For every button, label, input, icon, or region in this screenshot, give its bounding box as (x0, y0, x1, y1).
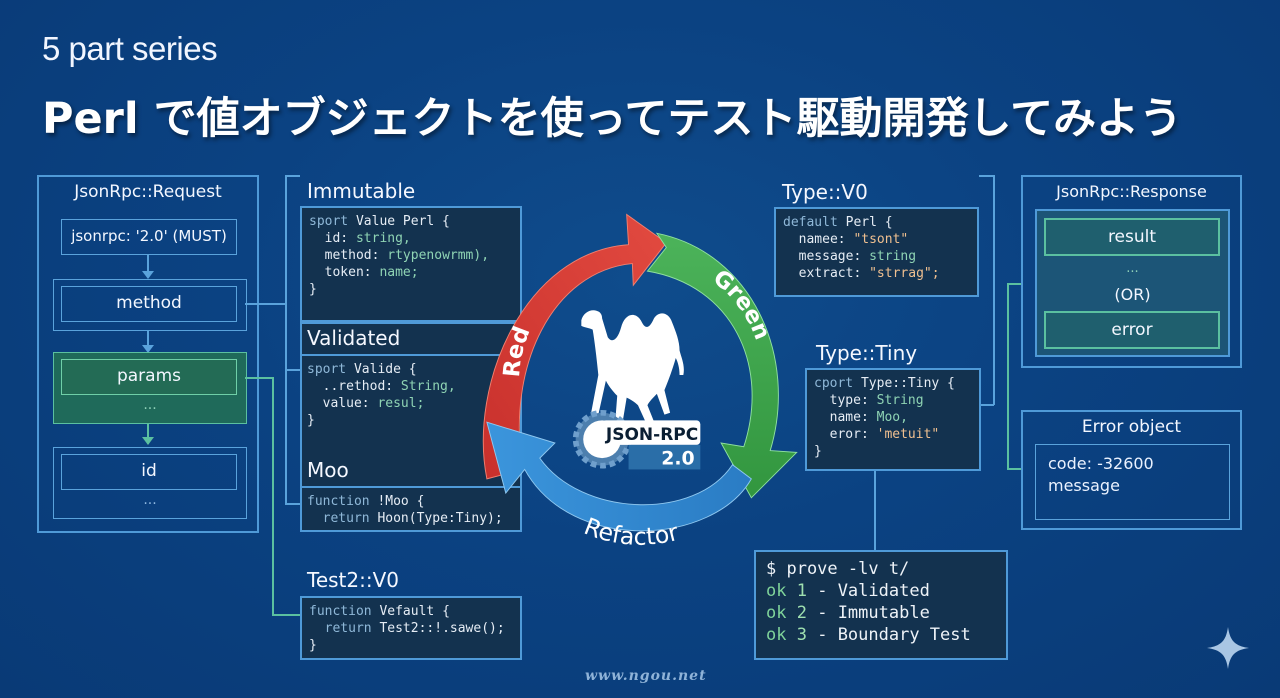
code-line: function Vefault { (309, 604, 450, 619)
code-line: return Hoon(Type:Tiny); (307, 511, 503, 526)
immutable-code: sport Value Perl { id: string, method: r… (300, 206, 522, 322)
code-line: namee: "tsont" (783, 232, 909, 247)
request-panel: JsonRpc::Request jsonrpc: '2.0' (MUST) m… (37, 175, 259, 533)
response-panel: JsonRpc::Response result ... (OR) error (1021, 175, 1242, 368)
code-line: default Perl { (783, 215, 893, 230)
validated-heading: Validated (307, 326, 401, 350)
params-group: params ... (53, 352, 247, 424)
code-line: sport Value Perl { (309, 214, 450, 229)
method-field: method (61, 286, 237, 322)
typev0-heading: Type::V0 (782, 180, 868, 204)
code-line: ..rethod: String, (307, 379, 456, 394)
code-line: eror: 'metuit" (814, 427, 940, 442)
connector-params (245, 377, 273, 379)
bracket-mid (285, 369, 300, 371)
code-line: extract: "strrag"; (783, 266, 940, 281)
arrow-2 (147, 331, 149, 351)
connector-typetiny-terminal (874, 471, 876, 550)
test-result-1: ok 1 - Validated (766, 581, 930, 601)
result-field: result (1044, 218, 1220, 256)
error-object-body: code: -32600 message (1035, 444, 1230, 520)
code-line: } (309, 638, 317, 653)
blue-arrow (486, 421, 752, 532)
arrow-1 (147, 255, 149, 277)
terminal-output: $ prove -lv t/ ok 1 - Validated ok 2 - I… (754, 550, 1008, 660)
typetiny-code: cport Type::Tiny { type: String name: Mo… (805, 368, 981, 471)
test-result-3: ok 3 - Boundary Test (766, 625, 971, 645)
connector-response-error (1007, 283, 1009, 469)
bracket-right (993, 175, 995, 405)
arrow-3 (147, 424, 149, 444)
connector-method (245, 303, 287, 305)
params-field: params (61, 359, 237, 395)
id-field: id (61, 454, 237, 490)
terminal-command: $ prove -lv t/ (766, 559, 910, 579)
bracket-right-top (979, 175, 994, 177)
connector-params-test (272, 614, 300, 616)
arrow-1-head (142, 271, 154, 279)
id-ellipsis: ... (143, 492, 157, 508)
moo-heading: Moo (307, 458, 349, 482)
code-line: } (814, 444, 822, 459)
connector-error (1007, 468, 1021, 470)
badge-version: 2.0 (661, 448, 694, 470)
moo-code: function !Moo { return Hoon(Type:Tiny); (300, 488, 522, 532)
connector-params-down (272, 377, 274, 615)
arrow-3-head (142, 437, 154, 445)
response-body: result ... (OR) error (1035, 209, 1230, 357)
connector-response (1007, 283, 1021, 285)
tdd-cycle: Red Green Refactor JSON-RPC 2.0 (482, 213, 798, 551)
code-line: return Test2::!.sawe(); (309, 621, 505, 636)
code-line: token: name; (309, 265, 419, 280)
immutable-heading: Immutable (307, 179, 416, 203)
badge-text: JSON-RPC (605, 425, 698, 445)
code-line: message: string (783, 249, 917, 264)
code-line: value: resul; (307, 396, 425, 411)
id-group: id ... (53, 447, 247, 519)
bracket-left (285, 175, 287, 505)
error-field: error (1044, 311, 1220, 349)
validated-code: sport Valide { ..rethod: String, value: … (300, 356, 522, 436)
code-line: cport Type::Tiny { (814, 376, 955, 391)
request-title: JsonRpc::Request (74, 182, 222, 202)
arrow-2-head (142, 345, 154, 353)
response-title: JsonRpc::Response (1056, 182, 1207, 201)
error-object-panel: Error object code: -32600 message (1021, 410, 1242, 530)
jsonrpc-field: jsonrpc: '2.0' (MUST) (61, 219, 237, 255)
code-line: } (309, 282, 317, 297)
code-line: name: Moo, (814, 410, 908, 425)
method-group: method (53, 279, 247, 331)
code-line: type: String (814, 393, 924, 408)
error-code: code: -32600 (1048, 454, 1154, 473)
page-title: Perl で値オブジェクトを使ってテスト駆動開発してみよう (42, 94, 1183, 144)
validated-divider (300, 354, 522, 356)
code-line: sport Valide { (307, 362, 417, 377)
code-line: method: rtypenowrmm), (309, 248, 490, 263)
error-object-title: Error object (1081, 417, 1182, 437)
params-ellipsis: ... (143, 397, 157, 413)
test2-heading: Test2::V0 (307, 568, 399, 592)
watermark: www.ngou.net (585, 668, 707, 684)
bracket-bottom (285, 503, 300, 505)
test-result-2: ok 2 - Immutable (766, 603, 930, 623)
bracket-top (285, 175, 300, 177)
typev0-code: default Perl { namee: "tsont" message: s… (774, 207, 979, 297)
response-ellipsis: ... (1126, 261, 1139, 276)
moo-divider (300, 486, 522, 488)
sparkle-icon (1207, 627, 1249, 669)
bracket-right-bottom (981, 404, 994, 406)
perl-camel-icon (581, 310, 684, 426)
test2-code: function Vefault { return Test2::!.sawe(… (300, 596, 522, 660)
error-message: message (1048, 476, 1120, 495)
code-line: function !Moo { (307, 494, 425, 509)
code-line: id: string, (309, 231, 411, 246)
typetiny-heading: Type::Tiny (816, 341, 918, 365)
or-label: (OR) (1114, 285, 1151, 304)
code-line: } (307, 413, 315, 428)
series-subtitle: 5 part series (42, 30, 218, 67)
json-rpc-badge: JSON-RPC 2.0 (572, 409, 701, 470)
